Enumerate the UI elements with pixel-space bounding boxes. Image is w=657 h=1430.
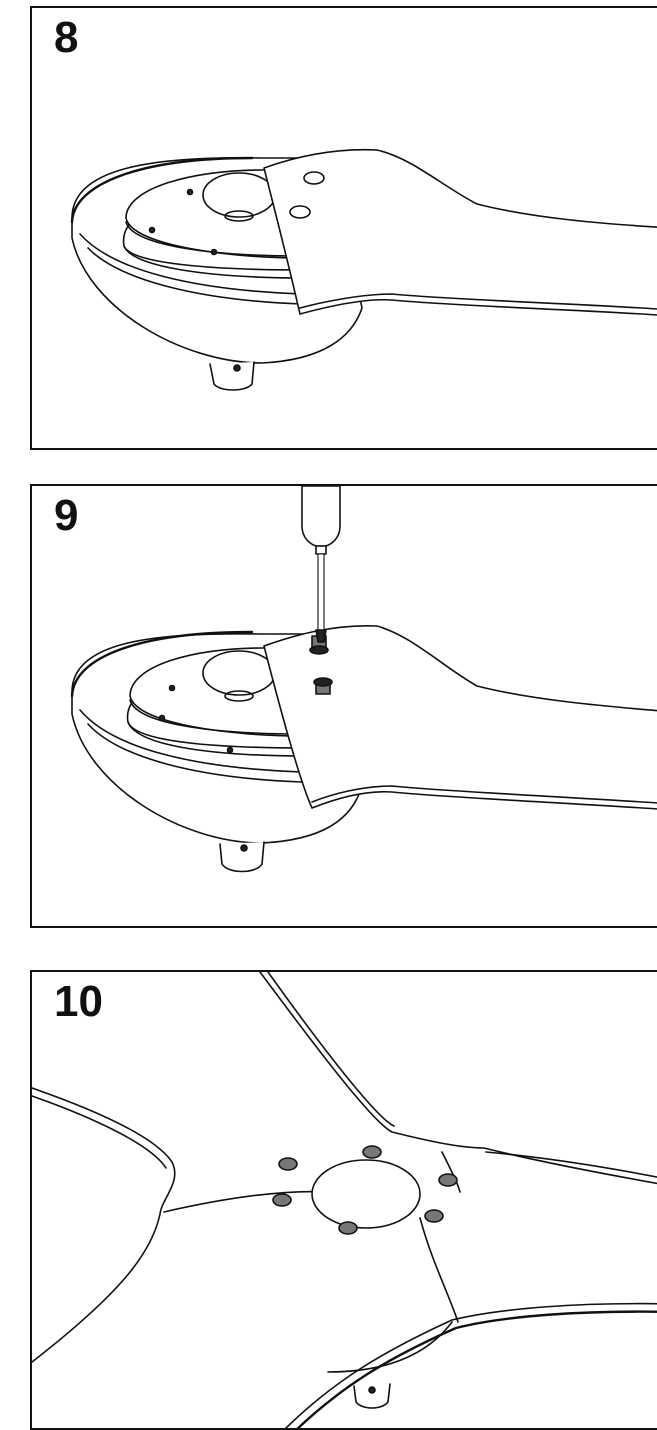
step-10-panel: 10 — [30, 970, 657, 1430]
step-9-panel: 9 — [30, 484, 657, 928]
screwdriver-icon — [301, 486, 341, 643]
blade-screws — [272, 1145, 458, 1235]
blade-screw — [309, 635, 329, 655]
fan-blade-right — [284, 1302, 657, 1428]
fan-blade-left — [32, 1087, 176, 1363]
hub-cap — [202, 650, 276, 696]
housing-rim — [70, 156, 254, 224]
bottom-cup — [209, 361, 255, 391]
step-number: 8 — [54, 13, 79, 62]
blade-screw — [313, 677, 333, 695]
hub-cap — [311, 1159, 421, 1229]
step-10-illustration — [32, 972, 657, 1428]
fan-blade — [263, 148, 657, 316]
bottom-cup — [219, 841, 265, 873]
flange-hole-icon — [148, 226, 156, 234]
fan-blade-top — [259, 972, 657, 1185]
fan-blade — [263, 624, 657, 810]
blade-hole-icon — [303, 171, 325, 185]
step-8-illustration — [70, 148, 657, 391]
step-8-panel: 8 — [30, 6, 657, 450]
step-9-illustration — [70, 486, 657, 873]
step-number: 9 — [54, 491, 79, 540]
step-number: 10 — [54, 977, 103, 1026]
